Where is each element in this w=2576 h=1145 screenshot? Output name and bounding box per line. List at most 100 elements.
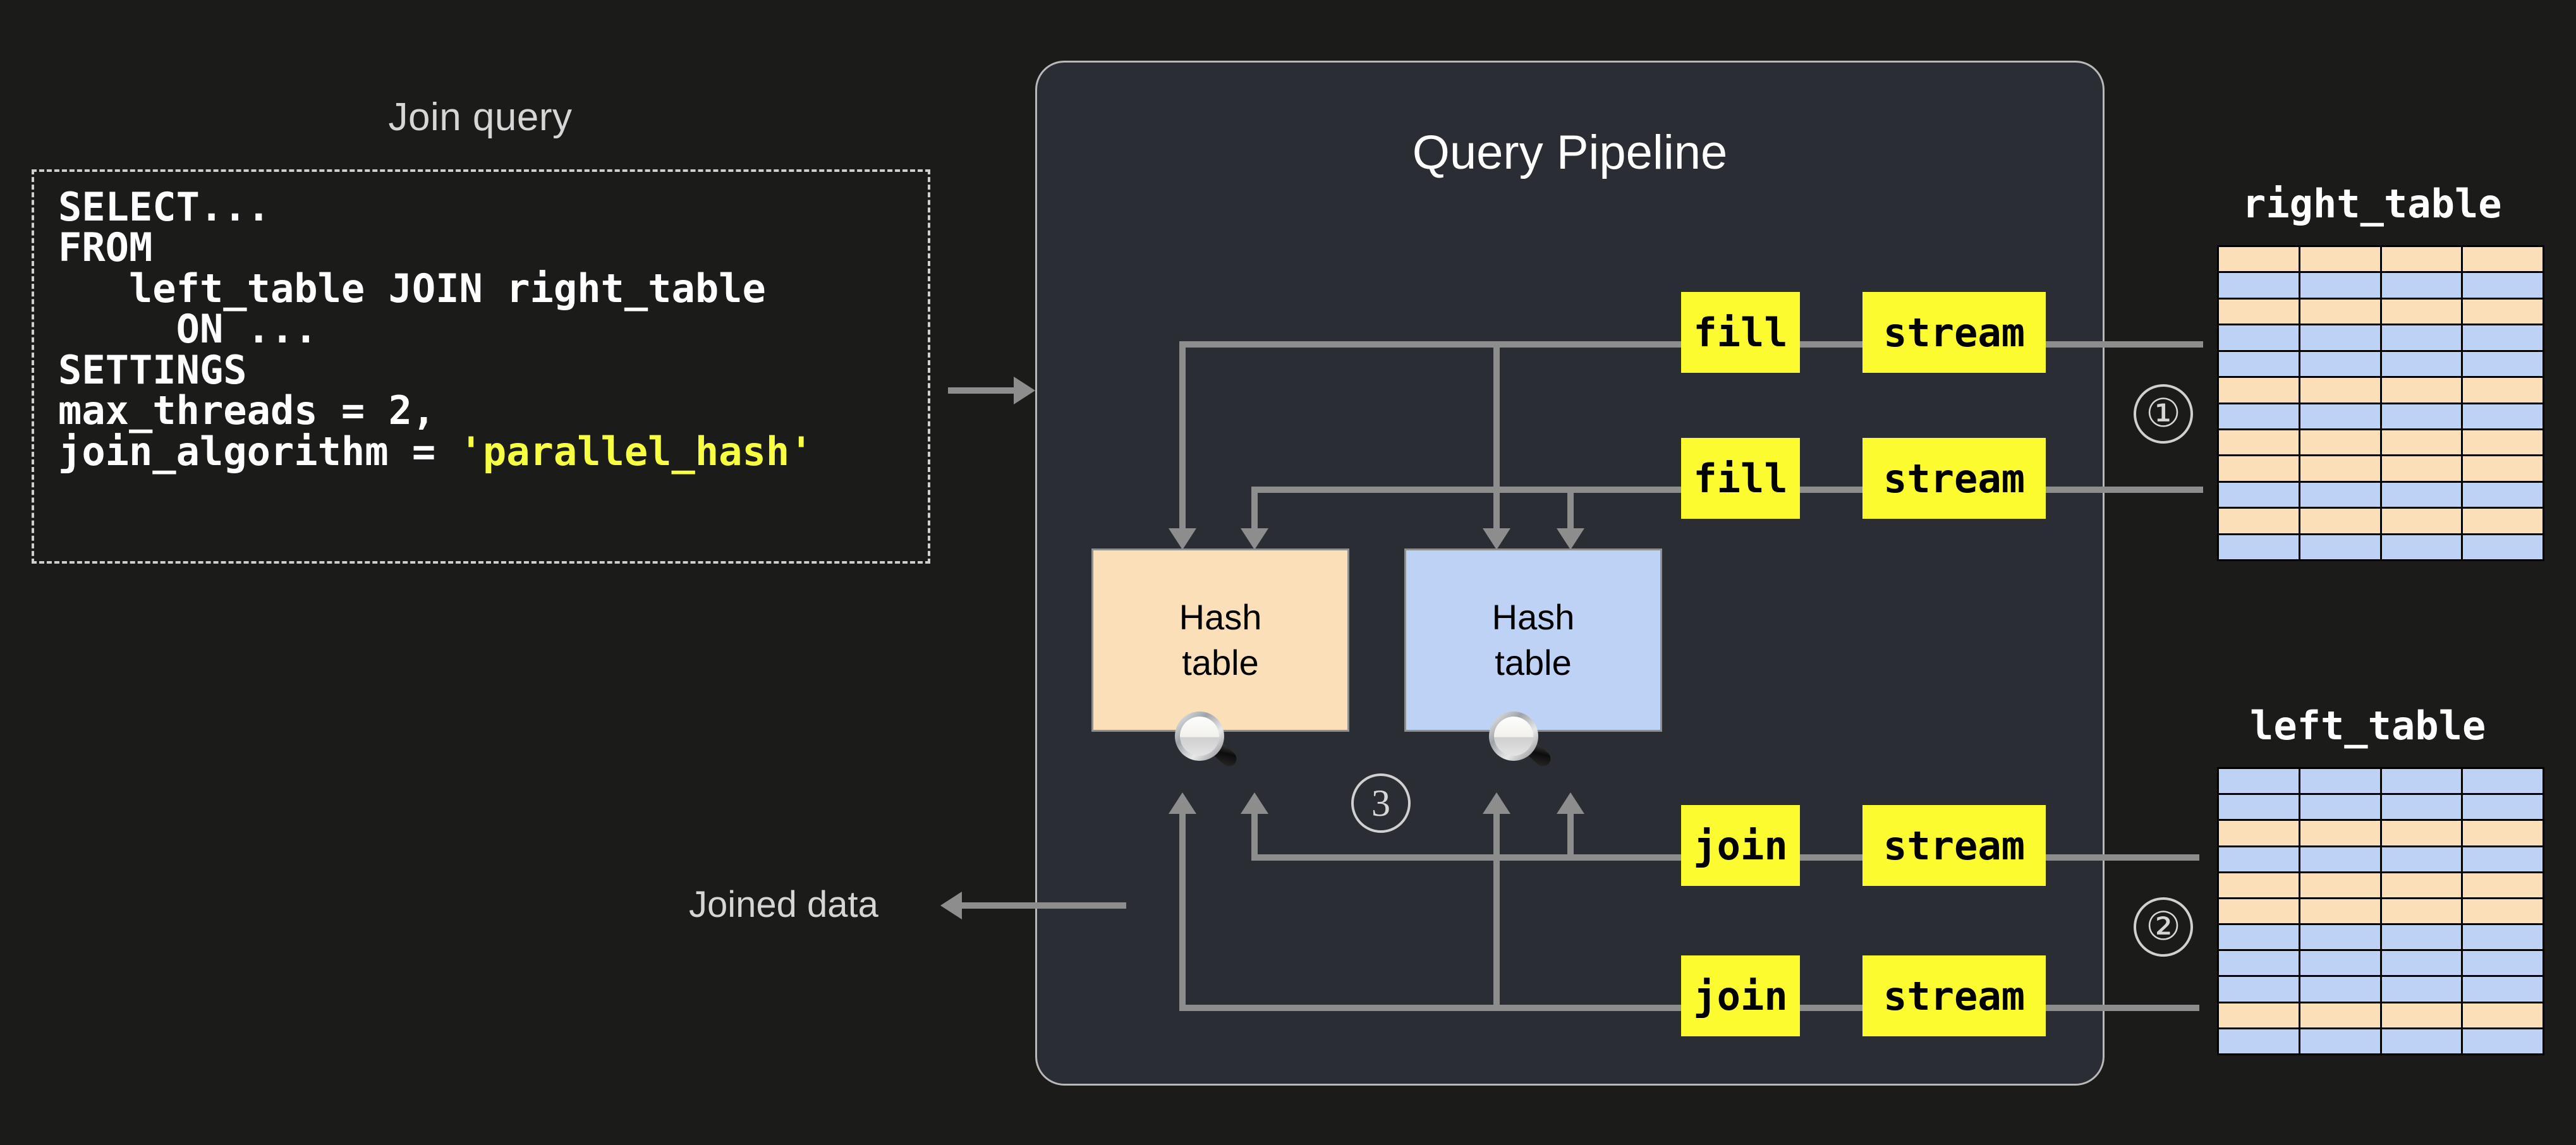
table-cell <box>2381 378 2462 403</box>
hash-table-right-line2: table <box>1495 643 1572 682</box>
table-cell <box>2381 273 2462 298</box>
table-cell <box>2300 509 2380 533</box>
table-cell <box>2300 847 2380 871</box>
table-cell <box>2463 351 2543 377</box>
table-cell <box>2463 899 2543 924</box>
table-cell <box>2463 873 2543 897</box>
table-cell <box>2300 273 2380 298</box>
table-cell <box>2300 1029 2380 1053</box>
hash-table-right[interactable]: Hash table <box>1404 548 1662 732</box>
right-table-title: right_table <box>2242 181 2502 227</box>
table-cell <box>2219 977 2299 1002</box>
step-marker-2: ② <box>2134 897 2193 957</box>
feed-branch-top2-to-hash-right-head <box>1557 528 1584 550</box>
processor-join-2[interactable]: join <box>1681 955 1800 1036</box>
table-cell <box>2381 325 2462 350</box>
table-cell <box>2381 404 2462 428</box>
table-cell <box>2463 951 2543 976</box>
magnifier-icon-left <box>1175 712 1237 766</box>
feed-branch-top1-to-hash-right <box>1493 341 1500 531</box>
table-cell <box>2381 951 2462 976</box>
processor-stream-3[interactable]: stream <box>1862 805 2046 886</box>
table-cell <box>2219 535 2299 559</box>
table-cell <box>2219 847 2299 871</box>
table-cell <box>2381 873 2462 897</box>
table-cell <box>2300 299 2380 324</box>
processor-fill-2[interactable]: fill <box>1681 438 1800 519</box>
table-cell <box>2381 899 2462 924</box>
table-cell <box>2381 821 2462 845</box>
query-panel-title: Join query <box>388 95 573 139</box>
probe-branch-b1-hash-left <box>1251 814 1258 857</box>
table-cell <box>2381 482 2462 507</box>
table-cell <box>2300 769 2380 794</box>
processor-stream-1[interactable]: stream <box>1862 292 2046 373</box>
magnifier-icon-right <box>1489 712 1551 766</box>
table-cell <box>2463 509 2543 533</box>
feed-branch-top2-to-hash-right <box>1567 487 1574 531</box>
table-cell <box>2300 404 2380 428</box>
table-cell <box>2300 351 2380 377</box>
table-cell <box>2381 1029 2462 1053</box>
table-cell <box>2463 273 2543 298</box>
table-cell <box>2219 351 2299 377</box>
table-cell <box>2463 1029 2543 1053</box>
right-table-grid <box>2217 245 2544 561</box>
table-cell <box>2463 325 2543 350</box>
table-cell <box>2300 325 2380 350</box>
table-cell <box>2463 821 2543 845</box>
query-code-text: SELECT... FROM left_table JOIN right_tab… <box>58 184 813 475</box>
table-cell <box>2300 821 2380 845</box>
table-cell <box>2300 1003 2380 1027</box>
processor-fill-1[interactable]: fill <box>1681 292 1800 373</box>
table-cell <box>2463 847 2543 871</box>
table-cell <box>2463 404 2543 428</box>
hash-table-left-line2: table <box>1182 643 1259 682</box>
table-cell <box>2300 247 2380 272</box>
table-cell <box>2300 977 2380 1002</box>
processor-stream-4[interactable]: stream <box>1862 955 2046 1036</box>
probe-branch-b2-hash-right <box>1493 814 1500 1008</box>
feed-branch-top1-to-hash-left-head <box>1169 528 1196 550</box>
table-cell <box>2463 1003 2543 1027</box>
hash-table-left[interactable]: Hash table <box>1091 548 1349 732</box>
table-cell <box>2219 1029 2299 1053</box>
query-code-plain: SELECT... FROM left_table JOIN right_tab… <box>58 184 766 475</box>
arrow-query-to-pipeline-head <box>1014 377 1035 404</box>
probe-branch-b2-hash-right-head <box>1483 792 1510 814</box>
probe-branch-b1-hash-left-head <box>1241 792 1268 814</box>
table-cell <box>2381 509 2462 533</box>
probe-branch-b1-hash-right-head <box>1557 792 1584 814</box>
table-cell <box>2300 482 2380 507</box>
table-cell <box>2463 378 2543 403</box>
step-marker-1: ① <box>2134 384 2193 444</box>
table-cell <box>2381 351 2462 377</box>
table-cell <box>2463 795 2543 820</box>
table-cell <box>2381 769 2462 794</box>
table-cell <box>2381 247 2462 272</box>
table-cell <box>2381 847 2462 871</box>
joined-data-arrow-head <box>940 892 962 919</box>
table-cell <box>2463 430 2543 455</box>
table-cell <box>2381 299 2462 324</box>
table-cell <box>2300 795 2380 820</box>
hash-table-left-line1: Hash <box>1179 597 1262 638</box>
step-marker-3: 3 <box>1351 773 1411 833</box>
processor-stream-2[interactable]: stream <box>1862 438 2046 519</box>
table-cell <box>2219 247 2299 272</box>
table-cell <box>2219 404 2299 428</box>
table-cell <box>2300 873 2380 897</box>
table-cell <box>2300 535 2380 559</box>
table-cell <box>2219 1003 2299 1027</box>
table-cell <box>2219 430 2299 455</box>
processor-join-1[interactable]: join <box>1681 805 1800 886</box>
table-cell <box>2300 951 2380 976</box>
table-cell <box>2463 977 2543 1002</box>
table-cell <box>2300 430 2380 455</box>
table-cell <box>2219 899 2299 924</box>
left-table-grid <box>2217 767 2544 1055</box>
table-cell <box>2381 925 2462 950</box>
table-cell <box>2463 769 2543 794</box>
table-cell <box>2381 977 2462 1002</box>
